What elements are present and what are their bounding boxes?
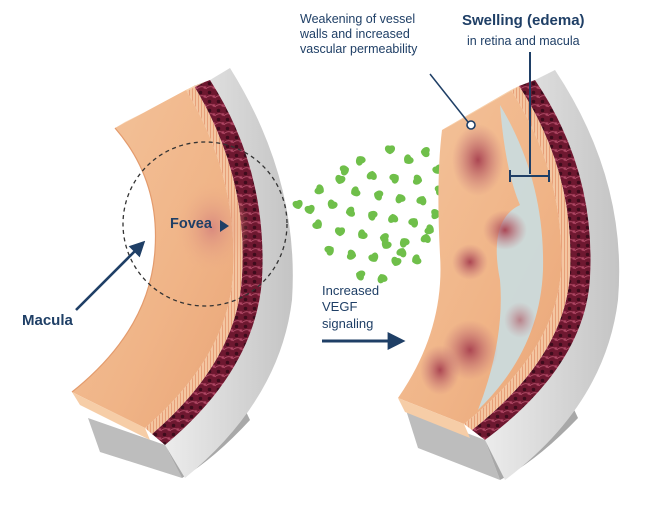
vegf-molecule [324,245,334,256]
vegf-molecule [381,239,392,249]
right-sclera [485,70,620,480]
vegf-molecule [339,165,349,176]
hemorrhage-blot [420,345,460,395]
diseased-retina-section [398,52,620,480]
vegf-molecule [374,190,384,201]
fovea-pointer-icon [220,220,229,232]
vegf-molecule [355,156,366,166]
weakening-label: Weakening of vessel walls and increased … [300,12,417,56]
healthy-retina-section [71,68,293,478]
weakening-label-line-3: vascular permeability [300,41,418,56]
vegf-molecule [312,219,322,229]
vegf-molecule [366,170,377,180]
right-photoreceptor-layer [464,86,571,430]
macula-label: Macula [22,312,73,329]
vegf-molecule [335,174,346,185]
hemorrhage-blot [504,302,536,338]
vegf-molecule [408,218,419,228]
vegf-molecule [368,252,379,262]
left-sclera [165,68,293,478]
hemorrhage-blot [452,124,504,196]
vegf-label-line-3: signaling [322,315,374,331]
macula-arrow [75,240,146,311]
vegf-molecule [396,248,407,258]
vegf-molecule [384,145,396,155]
vegf-molecule [413,174,423,185]
permeability-leader-line [429,73,469,123]
vegf-molecule [377,274,388,284]
vegf-molecule [389,173,399,184]
vegf-molecule [292,199,303,210]
vegf-molecule [388,213,399,223]
swelling-title: Swelling (edema) [462,12,585,29]
vegf-molecule [368,210,378,221]
left-base-cut-face [88,418,182,478]
vegf-molecule [404,154,414,164]
right-base-cut-face [406,410,500,480]
vegf-molecule [395,194,406,204]
vegf-label-line-2: VEGF [322,299,358,315]
swelling-subtitle: in retina and macula [467,34,580,48]
vegf-label: Increased VEGF signaling [322,283,379,332]
macula-boundary [122,141,288,307]
vegf-molecule [351,186,361,197]
vegf-molecule [399,238,410,248]
vegf-molecule [356,270,366,281]
fovea-pit [174,180,250,276]
vegf-molecule [416,196,427,206]
vegf-molecule [412,254,422,265]
weakening-label-line-2: walls and increased [300,26,410,41]
vegf-molecule [314,184,324,195]
hemorrhage-blot [483,210,527,250]
vegf-molecule [304,204,315,215]
hemorrhage-blot [452,244,488,280]
permeability-marker [466,120,476,130]
vegf-molecule [420,147,430,158]
vegf-molecule [358,229,368,239]
left-retina-tissue [72,90,234,428]
fovea-label: Fovea [170,216,212,232]
vegf-molecule [334,227,346,237]
vegf-molecule [420,233,431,243]
vegf-molecule [431,209,441,220]
vegf-molecule [391,256,402,267]
vegf-molecule [327,199,338,209]
left-choroid-vessels [152,80,263,445]
vegf-molecule [347,249,357,260]
vegf-molecule [424,224,434,235]
weakening-label-line-1: Weakening of vessel [300,12,416,26]
right-choroid-vessels [472,80,591,440]
left-photoreceptor-layer [145,86,243,434]
vegf-molecule [345,206,355,217]
vegf-label-line-1: Increased [322,283,380,298]
vegf-molecule-cluster [292,145,444,284]
